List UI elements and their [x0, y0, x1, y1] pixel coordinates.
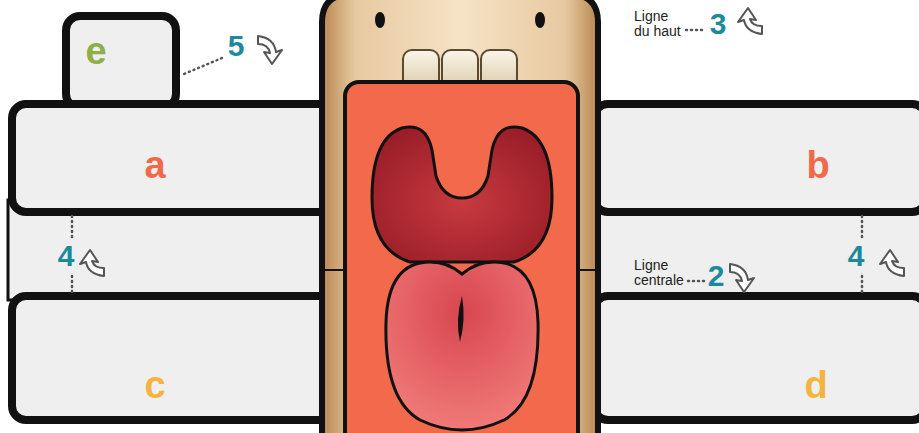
callout-number: 5: [228, 31, 245, 61]
mouth: [345, 82, 578, 433]
letter-box: b: [590, 100, 919, 216]
letter-box: a: [8, 100, 338, 216]
curved-arrow-up: [738, 8, 762, 34]
box-letter: a: [144, 146, 165, 184]
letter-box: e: [62, 12, 180, 112]
eye: [375, 12, 385, 28]
letter-box: c: [8, 292, 338, 424]
throat: [372, 127, 552, 262]
box-letter: d: [804, 366, 827, 404]
leader-line: [688, 280, 704, 283]
leader-line: [184, 58, 222, 74]
mouth-line: [578, 269, 598, 271]
box-letter: b: [806, 146, 829, 184]
tongue: [386, 262, 538, 430]
line-label: Ligne centrale: [634, 258, 692, 288]
callout-number: 2: [708, 261, 725, 291]
box-letter: c: [144, 366, 165, 404]
tongue-groove: [458, 296, 464, 342]
curved-arrows: [80, 8, 904, 292]
callout-number: 4: [848, 239, 865, 273]
callout-number: 3: [710, 9, 727, 39]
curved-arrow-up: [880, 250, 904, 276]
box-letter: e: [85, 32, 106, 70]
curved-arrow-up: [80, 250, 104, 276]
mouth-line: [322, 269, 345, 271]
curved-arrow-down: [258, 36, 282, 64]
leader-line: [686, 29, 704, 32]
letter-box: d: [590, 292, 919, 424]
callout-number: 4: [58, 239, 75, 273]
line-label: Ligne du haut: [634, 9, 686, 39]
curved-arrow-down: [730, 264, 754, 292]
leader-lines: [184, 30, 704, 281]
eye: [535, 12, 545, 28]
